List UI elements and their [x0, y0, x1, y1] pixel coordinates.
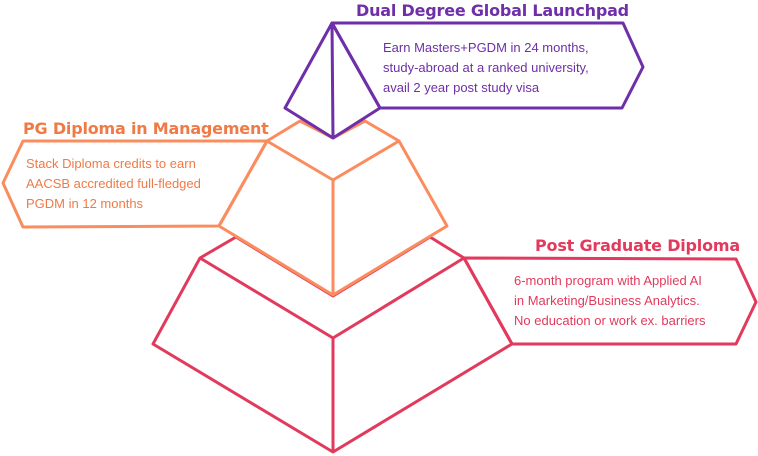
middle-tier-inner-edges — [266, 139, 400, 182]
bottom-callout-frame — [462, 256, 758, 346]
top-tier-description-line: study-abroad at a ranked university, — [383, 60, 589, 75]
top-tier-description: Earn Masters+PGDM in 24 months, study-ab… — [383, 38, 589, 98]
top-tier-description-line: Earn Masters+PGDM in 24 months, — [383, 40, 589, 55]
top-tier-title: Dual Degree Global Launchpad — [356, 1, 629, 20]
bottom-tier-title: Post Graduate Diploma — [535, 236, 740, 255]
bottom-tier-description-line: 6-month program with Applied AI — [514, 273, 702, 288]
middle-tier-shape — [217, 119, 449, 297]
middle-tier-description: Stack Diploma credits to earn AACSB accr… — [26, 154, 201, 214]
top-tier-center-edge — [330, 22, 335, 139]
bottom-tier-description-line: in Marketing/Business Analytics. — [514, 293, 700, 308]
middle-tier-description-line: PGDM in 12 months — [26, 196, 144, 211]
top-tier-description-line: avail 2 year post study visa — [383, 80, 540, 95]
bottom-tier-description: 6-month program with Applied AI in Marke… — [514, 271, 705, 331]
middle-tier-description-line: Stack Diploma credits to earn — [26, 156, 196, 171]
middle-tier-title: PG Diploma in Management — [23, 119, 269, 138]
top-callout-frame — [330, 21, 645, 110]
bottom-tier-description-line: No education or work ex. barriers — [514, 313, 706, 328]
middle-callout-frame — [1, 139, 269, 229]
middle-tier-description-line: AACSB accredited full-fledged — [26, 176, 201, 191]
